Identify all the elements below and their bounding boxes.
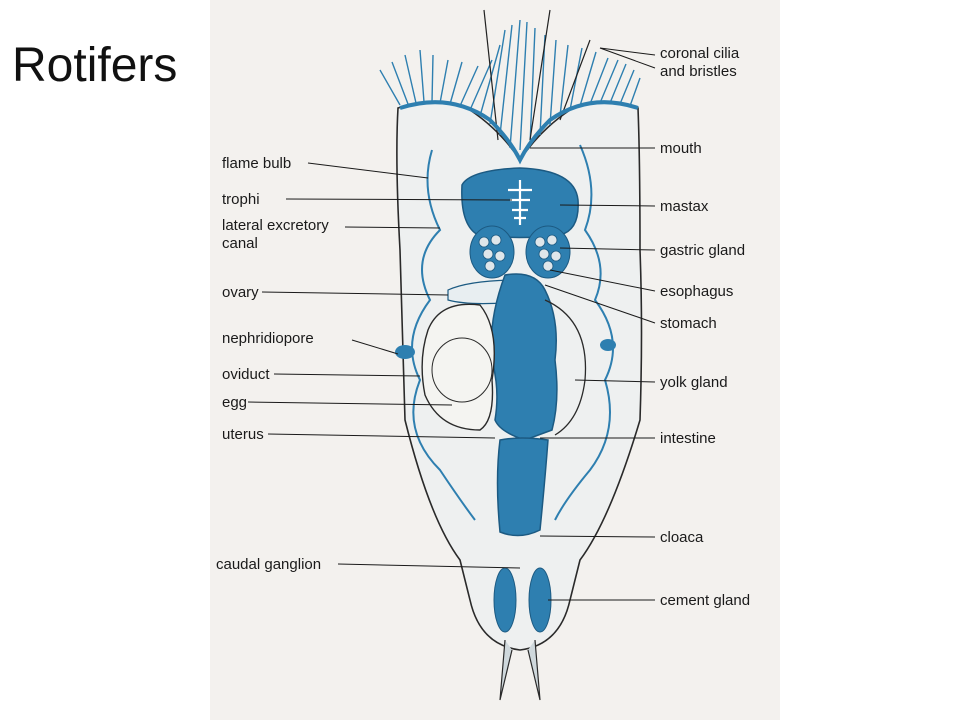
label-caudal-ganglion: caudal ganglion	[216, 556, 321, 573]
label-coronal-cilia: coronal cilia	[660, 45, 740, 62]
label-canal: canal	[222, 235, 258, 252]
stomach	[490, 273, 558, 441]
label-intestine: intestine	[660, 430, 716, 447]
slide-title: Rotifers	[12, 39, 178, 92]
label-gastric-gland: gastric gland	[660, 242, 745, 259]
label-trophi: trophi	[222, 191, 260, 208]
toes	[499, 639, 541, 701]
intestine	[496, 437, 549, 537]
label-flame-bulb: flame bulb	[222, 155, 291, 172]
excretory-canals	[411, 144, 614, 521]
label-yolk-gland: yolk gland	[660, 374, 728, 391]
label-lateral-excretory: lateral excretory	[222, 217, 329, 234]
label-mastax: mastax	[660, 198, 709, 215]
label-egg: egg	[222, 394, 247, 411]
left-leader-lines	[247, 162, 521, 569]
left-bladder	[395, 345, 415, 359]
label-ovary: ovary	[222, 284, 259, 301]
gastric-glands	[469, 225, 571, 279]
coronal-cilia	[379, 9, 641, 151]
label-oviduct: oviduct	[222, 366, 270, 383]
cement-gland-right	[528, 567, 552, 633]
right-leader-lines	[530, 47, 656, 601]
label-cement-gland: cement gland	[660, 592, 750, 609]
label-stomach: stomach	[660, 315, 717, 332]
label-esophagus: esophagus	[660, 283, 733, 300]
corona-rim	[399, 100, 639, 165]
label-mouth: mouth	[660, 140, 702, 157]
egg-inner	[431, 337, 493, 403]
right-bladder	[600, 339, 616, 351]
trophi	[508, 180, 532, 225]
label-cloaca: cloaca	[660, 529, 704, 546]
label-and-bristles: and bristles	[660, 63, 737, 80]
label-uterus: uterus	[222, 426, 264, 443]
cement-gland-left	[493, 567, 517, 633]
label-nephridiopore: nephridiopore	[222, 330, 314, 347]
